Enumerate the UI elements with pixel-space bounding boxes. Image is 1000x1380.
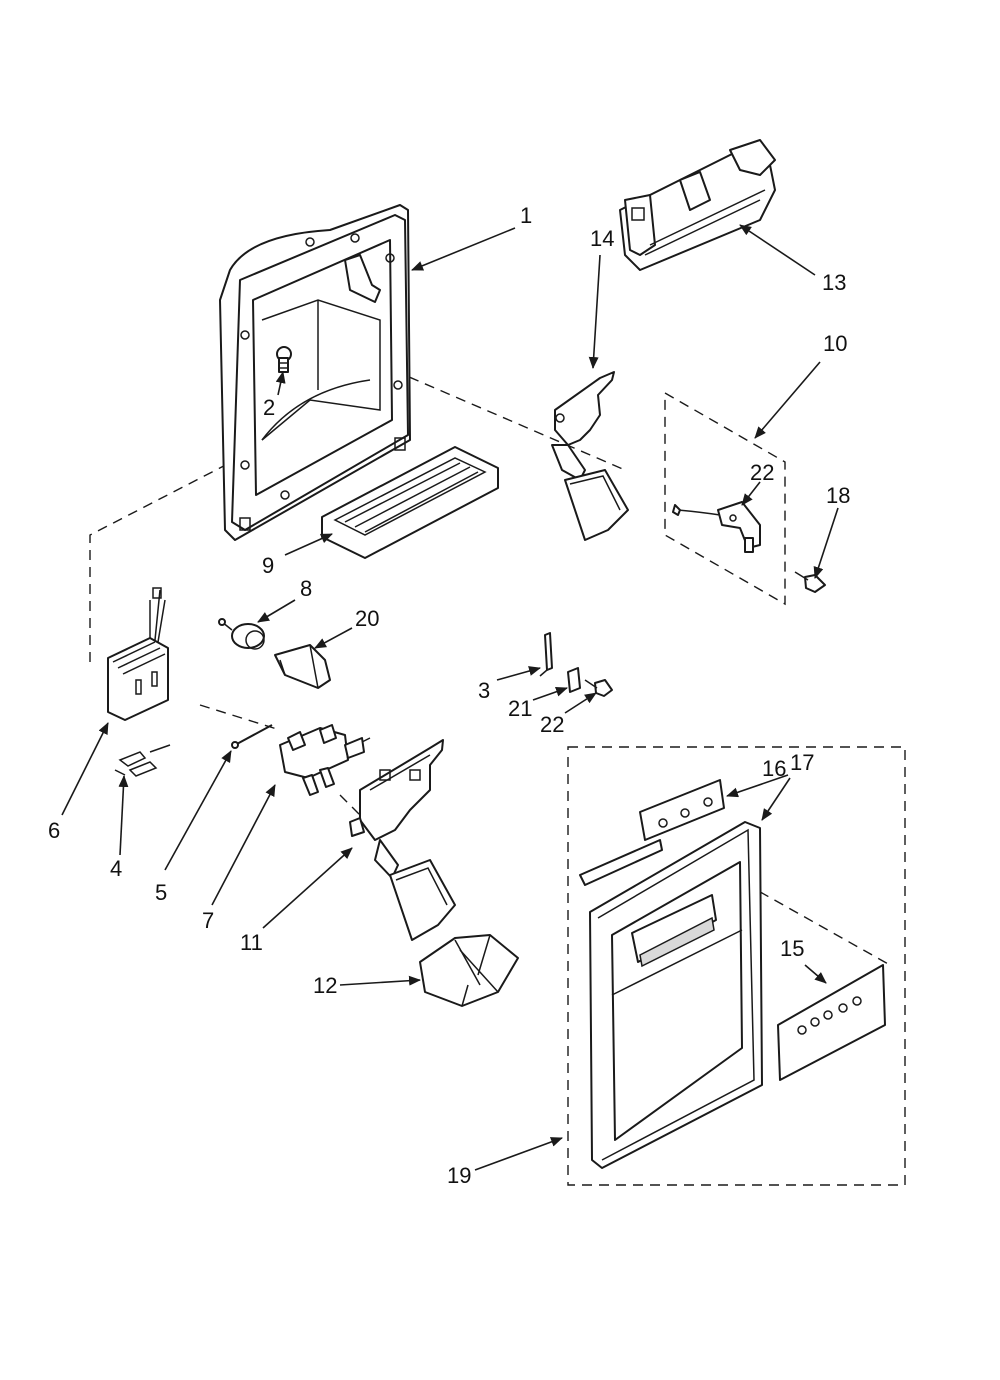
- callout-7: 7: [202, 908, 215, 933]
- part-11-lever: [349, 739, 456, 941]
- part-15-decal: [777, 964, 886, 1081]
- callout-14: 14: [590, 226, 615, 251]
- callout-6: 6: [48, 818, 61, 843]
- part-18-screw: [794, 571, 826, 593]
- part-22-upper-switch: [672, 501, 761, 553]
- part-13-bracket: [619, 139, 776, 271]
- callout-10: 10: [823, 331, 848, 356]
- frame-holes: [240, 233, 403, 500]
- part-2-screw: [276, 346, 292, 373]
- callout-2: 2: [263, 395, 276, 420]
- callout-4: 4: [110, 856, 123, 881]
- callout-19: 19: [447, 1163, 472, 1188]
- callout-18: 18: [826, 483, 851, 508]
- part-3-switch-arm: [539, 632, 553, 677]
- callout-8: 8: [300, 576, 313, 601]
- part-16-plate: [579, 779, 725, 886]
- part-5-pin: [231, 724, 273, 749]
- callout-15: 15: [780, 936, 805, 961]
- callout-9: 9: [262, 553, 275, 578]
- part-12-chute: [419, 934, 519, 1007]
- part-8-solenoid: [218, 618, 265, 650]
- part-7-solenoid-bracket: [279, 724, 371, 796]
- callout-5: 5: [155, 880, 168, 905]
- callout-17: 17: [790, 750, 815, 775]
- part-21-clip: [567, 667, 581, 693]
- callout-11: 11: [240, 930, 263, 955]
- callout-16: 16: [762, 756, 787, 781]
- part-19-front-panel: [589, 821, 763, 1169]
- callout-13: 13: [822, 270, 847, 295]
- part-20-cover: [274, 644, 331, 689]
- callout-12: 12: [313, 973, 338, 998]
- leader-lines: [61, 224, 839, 1171]
- part-22-lower-screw: [584, 679, 613, 697]
- callout-3: 3: [478, 678, 491, 703]
- callout-1: 1: [520, 203, 533, 228]
- part-1-housing-frame: [219, 204, 411, 541]
- callout-22-lower: 22: [540, 712, 565, 737]
- callout-22-upper: 22: [750, 460, 775, 485]
- part-14-lever: [551, 371, 629, 541]
- callout-20: 20: [355, 606, 380, 631]
- part-4-clips: [114, 744, 171, 777]
- part-6-module: [107, 587, 169, 721]
- callout-21: 21: [508, 696, 533, 721]
